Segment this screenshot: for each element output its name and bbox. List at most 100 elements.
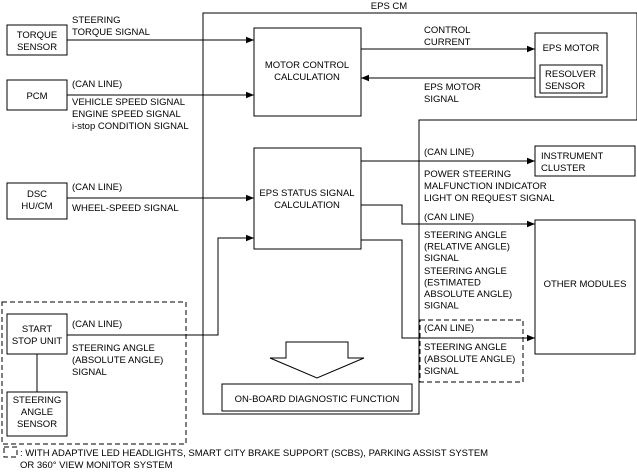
other-modules-label-line-1: OTHER MODULES xyxy=(544,279,627,290)
eps-motor-label: EPS MOTOR xyxy=(543,43,600,54)
absolute-angle-can-line-label: (CAN LINE) xyxy=(424,323,474,334)
relative-angle-signal-label-line-2: (RELATIVE ANGLE) xyxy=(424,242,510,253)
estimated-angle-signal-label-line-2: (ESTIMATED xyxy=(424,278,481,289)
torque-signal-label-line-2: TORQUE SIGNAL xyxy=(72,27,150,38)
motor-control-calculation-label-line-1: MOTOR CONTROL xyxy=(265,60,349,71)
legend-dashed-symbol xyxy=(3,446,18,458)
relative-angle-signal-label-line-1: STEERING ANGLE xyxy=(424,230,507,241)
power-steering-signal-label-line-1: POWER STEERING xyxy=(424,169,511,180)
on-board-diagnostic-function-block: ON-BOARD DIAGNOSTIC FUNCTION xyxy=(221,383,413,412)
eps-cm-frame: EPS CM xyxy=(202,1,637,415)
instrument-cluster-label-line-1: INSTRUMENT xyxy=(541,151,603,162)
pcm-signals-label-line-3: i-stop CONDITION SIGNAL xyxy=(72,121,189,132)
torque-sensor-label-line-2: SENSOR xyxy=(17,42,57,53)
other-modules-lower-line xyxy=(361,239,535,342)
pcm-label-line-1: PCM xyxy=(26,91,47,102)
steering-angle-sensor-label-line-2: ANGLE xyxy=(21,407,53,418)
steering-angle-sensor-label-line-3: SENSOR xyxy=(17,419,57,430)
eps-cm-title: EPS CM xyxy=(371,1,408,12)
other-modules-can-line-label-line-1: (CAN LINE) xyxy=(424,212,474,223)
steering-angle-sensor-label-line-1: STEERING xyxy=(13,395,62,406)
dsc-label-line-1: DSC xyxy=(27,189,47,200)
eps-motor-signal-label-line-1: EPS MOTOR xyxy=(424,82,481,93)
start-stop-unit-label-line-2: STOP UNIT xyxy=(12,336,63,347)
pcm-can-line-label: (CAN LINE) xyxy=(72,79,122,90)
torque-sensor-label-line-1: TORQUE xyxy=(17,30,57,41)
dsc-label-line-2: HU/CM xyxy=(21,201,52,212)
estimated-angle-signal-label-line-3: ABSOLUTE ANGLE) xyxy=(424,289,512,300)
resolver-sensor-label-line-2: SENSOR xyxy=(545,81,585,92)
start-stop-unit-label-line-1: START xyxy=(22,324,52,335)
absolute-angle-signal-label-line-1: STEERING ANGLE xyxy=(424,342,507,353)
pcm-signals-label-line-1: VEHICLE SPEED SIGNAL xyxy=(72,97,185,108)
start-stop-angle-signal-label-line-1: STEERING ANGLE xyxy=(72,343,155,354)
legend-text-line-2: OR 360° VIEW MONITOR SYSTEM xyxy=(20,460,173,471)
optional-start-stop-frame xyxy=(1,301,187,445)
other-modules-can-line-label: (CAN LINE) xyxy=(424,212,474,223)
on-board-diagnostic-function-label: ON-BOARD DIAGNOSTIC FUNCTION xyxy=(235,394,400,405)
wheel-speed-signal-label: WHEEL-SPEED SIGNAL xyxy=(72,203,179,214)
start-stop-can-line-label-line-1: (CAN LINE) xyxy=(72,319,122,330)
eps-status-signal-calculation-label-line-2: CALCULATION xyxy=(274,200,340,211)
legend-text-line-1: : WITH ADAPTIVE LED HEADLIGHTS, SMART CI… xyxy=(20,448,488,459)
dsc-can-line-label: (CAN LINE) xyxy=(72,182,122,193)
absolute-angle-signal-label: STEERING ANGLE(ABSOLUTE ANGLE)SIGNAL xyxy=(424,342,515,377)
eps-motor-signal-label-line-2: SIGNAL xyxy=(424,94,459,105)
absolute-angle-can-line-label-line-1: (CAN LINE) xyxy=(424,323,474,334)
pcm-label: PCM xyxy=(26,91,47,102)
instrument-cluster-label-line-2: CLUSTER xyxy=(541,163,585,174)
torque-signal-label-line-1: STEERING xyxy=(72,15,121,26)
start-stop-angle-signal-label-line-3: SIGNAL xyxy=(72,367,107,378)
instrument-can-line-label-line-1: (CAN LINE) xyxy=(424,147,474,158)
pcm-block: PCM xyxy=(6,79,68,111)
start-stop-angle-signal-label: STEERING ANGLE(ABSOLUTE ANGLE)SIGNAL xyxy=(72,343,163,378)
estimated-angle-signal-label-line-1: STEERING ANGLE xyxy=(424,266,507,277)
motor-control-calculation-label-line-2: CALCULATION xyxy=(274,72,340,83)
power-steering-signal-label-line-2: MALFUNCTION INDICATOR xyxy=(424,181,547,192)
legend-text: : WITH ADAPTIVE LED HEADLIGHTS, SMART CI… xyxy=(20,448,488,471)
other-modules-label: OTHER MODULES xyxy=(544,279,627,290)
other-modules-block: OTHER MODULES xyxy=(534,219,636,355)
optional-absolute-angle-frame xyxy=(419,319,524,383)
eps-status-signal-calculation-label-line-1: EPS STATUS SIGNAL xyxy=(259,188,354,199)
control-current-label-line-1: CONTROL xyxy=(424,25,470,36)
eps-motor-label-line-1: EPS MOTOR xyxy=(543,43,600,54)
dsc-can-line-label-line-1: (CAN LINE) xyxy=(72,182,122,193)
relative-angle-signal-label-line-3: SIGNAL xyxy=(424,253,459,264)
legend: : WITH ADAPTIVE LED HEADLIGHTS, SMART CI… xyxy=(3,446,488,471)
start-stop-angle-line xyxy=(67,234,254,336)
wheel-speed-signal-label-line-1: WHEEL-SPEED SIGNAL xyxy=(72,203,179,214)
relative-angle-signal-label: STEERING ANGLE(RELATIVE ANGLE)SIGNAL xyxy=(424,230,510,264)
pcm-can-line-label-line-1: (CAN LINE) xyxy=(72,79,122,90)
control-current-label-line-2: CURRENT xyxy=(424,37,471,48)
diagnostic-flow-arrow xyxy=(269,341,365,379)
instrument-can-line-label: (CAN LINE) xyxy=(424,147,474,158)
pcm-signals-label-line-2: ENGINE SPEED SIGNAL xyxy=(72,109,181,120)
resolver-sensor-label-line-1: RESOLVER xyxy=(545,69,596,80)
start-stop-can-line-label: (CAN LINE) xyxy=(72,319,122,330)
absolute-angle-signal-label-line-3: SIGNAL xyxy=(424,366,459,377)
start-stop-angle-signal-label-line-2: (ABSOLUTE ANGLE) xyxy=(72,355,163,366)
absolute-angle-signal-label-line-2: (ABSOLUTE ANGLE) xyxy=(424,354,515,365)
on-board-diagnostic-function-label-line-1: ON-BOARD DIAGNOSTIC FUNCTION xyxy=(235,394,400,405)
other-modules-upper-line xyxy=(361,204,535,228)
